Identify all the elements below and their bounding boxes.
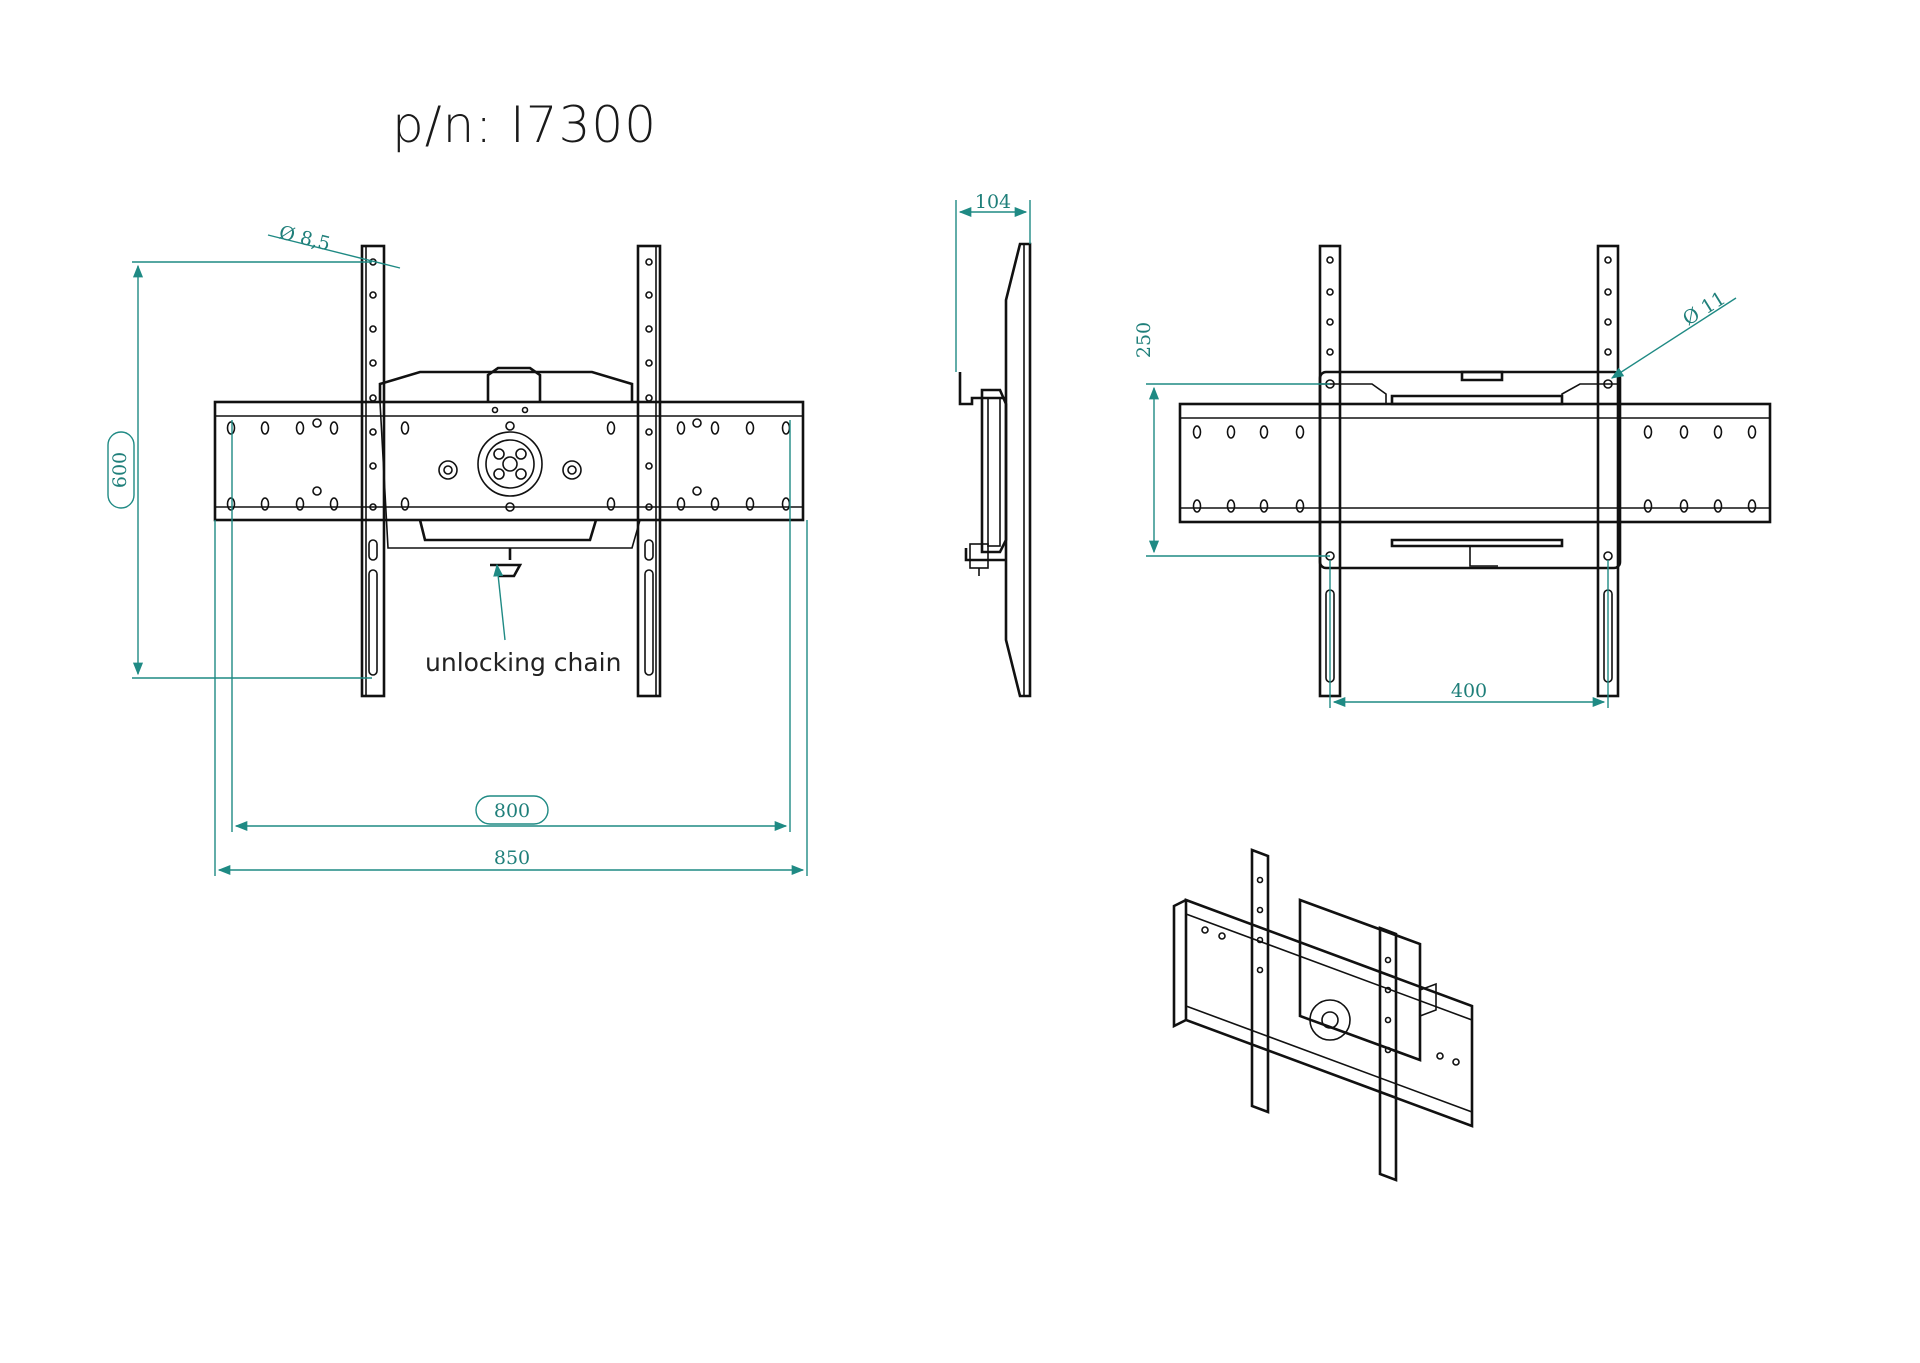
dim-width-inner-text: 800 xyxy=(494,800,530,822)
dim-hole-large-text: Ø 11 xyxy=(1679,287,1729,330)
isometric-view xyxy=(1172,848,1474,1182)
dim-width-inner: 800 xyxy=(231,420,791,832)
left-upright xyxy=(360,244,386,698)
center-plate xyxy=(378,366,641,578)
dim-height: 600 xyxy=(107,261,372,679)
right-upright xyxy=(636,244,662,698)
dim-spacing-text: 400 xyxy=(1451,680,1487,702)
part-number-title: p/n: I7300 xyxy=(392,96,658,154)
rear-view: 250 Ø 11 400 xyxy=(1133,244,1772,708)
front-view: Ø 8,5 600 800 850 xyxy=(107,222,808,876)
horizontal-rail xyxy=(213,400,805,522)
dim-offset-text: 250 xyxy=(1133,322,1155,358)
side-view: 104 xyxy=(955,191,1032,698)
dim-height-text: 600 xyxy=(109,452,131,488)
dim-depth-text: 104 xyxy=(975,191,1011,213)
unlocking-chain-label: unlocking chain xyxy=(425,648,622,677)
dim-width-outer: 850 xyxy=(214,520,808,876)
rail-holes xyxy=(226,418,791,511)
dim-hole-small-text: Ø 8,5 xyxy=(277,222,333,256)
dim-width-outer-text: 850 xyxy=(494,847,530,869)
chain-leader xyxy=(493,563,506,641)
